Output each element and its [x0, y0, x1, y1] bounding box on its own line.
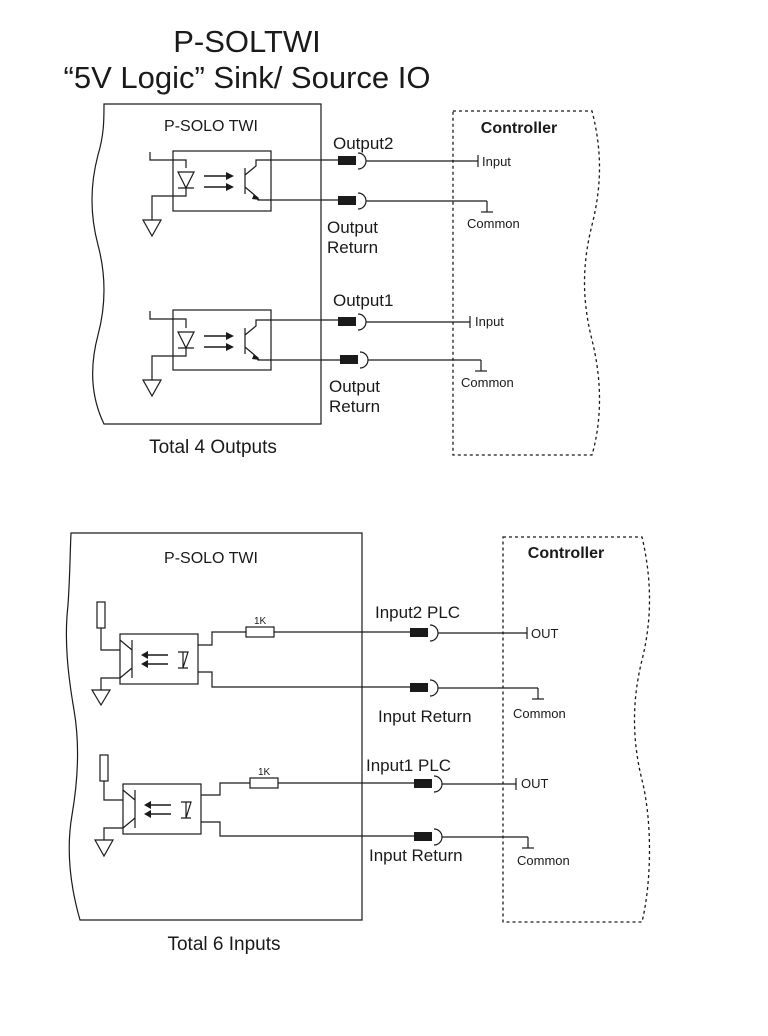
input1-return-label: Input Return — [369, 846, 463, 865]
output1-channel: Output1 Input Common Output Return — [141, 291, 514, 416]
resistor-1k-icon — [245, 626, 275, 638]
input1-ctrl-common-label: Common — [517, 853, 570, 868]
connector-plug — [338, 317, 356, 326]
input2-resistor-label: 1K — [254, 616, 267, 627]
led-icon — [177, 171, 195, 190]
outputs-controller-box — [452, 110, 601, 456]
connector-socket — [433, 828, 443, 846]
connector-plug — [414, 779, 432, 788]
connector-plug — [410, 683, 428, 692]
output2-ctrl-input-label: Input — [482, 154, 511, 169]
light-arrows-icon — [148, 654, 168, 665]
output2-signal-label: Output2 — [333, 134, 394, 153]
output2-return-line2: Return — [327, 238, 378, 257]
output1-return-line2: Return — [329, 397, 380, 416]
inputs-section: P-SOLO TWI Controller 1K Input2 PLC OUT — [65, 532, 651, 955]
inputs-device-label: P-SOLO TWI — [164, 550, 258, 567]
ground-icon — [90, 689, 112, 707]
optocoupler-box — [172, 309, 272, 371]
connector-socket — [359, 351, 369, 369]
phototransistor-icon — [122, 789, 136, 829]
input2-ctrl-common-label: Common — [513, 706, 566, 721]
inputs-controller-label: Controller — [528, 545, 604, 562]
outputs-device-box — [91, 103, 322, 425]
resistor-pullup-icon — [96, 601, 106, 629]
resistor-pullup-icon — [99, 754, 109, 782]
light-arrows-icon — [204, 335, 226, 348]
input2-channel: 1K Input2 PLC OUT Common Input Return — [90, 601, 566, 726]
input1-ctrl-out-label: OUT — [521, 776, 549, 791]
outputs-controller-label: Controller — [481, 120, 557, 137]
connector-socket — [357, 192, 367, 210]
input1-channel: 1K Input1 PLC OUT Common Input Return — [93, 754, 570, 868]
output2-return-line1: Output — [327, 218, 378, 237]
led-icon — [177, 331, 195, 350]
title-line-1: P-SOLTWI — [173, 24, 321, 59]
connector-socket — [429, 679, 439, 697]
ground-icon — [93, 839, 115, 858]
output1-return-line1: Output — [329, 377, 380, 396]
inputs-footer: Total 6 Inputs — [167, 934, 280, 955]
outputs-footer: Total 4 Outputs — [149, 437, 277, 458]
input1-signal-label: Input1 PLC — [366, 756, 451, 775]
connector-socket — [357, 152, 367, 170]
output2-ctrl-common-label: Common — [467, 216, 520, 231]
led-icon — [178, 651, 189, 669]
optocoupler-box — [122, 783, 202, 835]
phototransistor-icon — [119, 639, 133, 679]
output2-channel: Output2 Input Common Output Return — [141, 134, 520, 257]
inputs-controller-box — [502, 536, 651, 923]
resistor-1k-icon — [249, 777, 279, 789]
input2-return-label: Input Return — [378, 707, 472, 726]
input2-ctrl-out-label: OUT — [531, 626, 559, 641]
phototransistor-icon — [244, 319, 350, 361]
led-icon — [181, 801, 192, 819]
outputs-section: P-SOLO TWI Controller Output2 Input — [91, 103, 601, 458]
phototransistor-icon — [244, 159, 350, 201]
ground-icon — [141, 379, 163, 398]
connector-socket — [433, 775, 443, 793]
inputs-device-box — [65, 532, 363, 921]
title-line-2: “5V Logic” Sink/ Source IO — [64, 60, 431, 95]
output1-ctrl-input-label: Input — [475, 314, 504, 329]
connector-plug — [410, 628, 428, 637]
connector-socket — [429, 624, 439, 642]
connector-plug — [414, 832, 432, 841]
input2-signal-label: Input2 PLC — [375, 603, 460, 622]
connector-plug — [338, 196, 356, 205]
connector-plug — [340, 355, 358, 364]
input1-resistor-label: 1K — [258, 767, 271, 778]
light-arrows-icon — [204, 175, 226, 188]
optocoupler-box — [172, 150, 272, 212]
light-arrows-icon — [151, 804, 171, 815]
connector-socket — [357, 313, 367, 331]
output1-ctrl-common-label: Common — [461, 375, 514, 390]
ground-icon — [141, 219, 163, 238]
connector-plug — [338, 156, 356, 165]
outputs-device-label: P-SOLO TWI — [164, 118, 258, 135]
output1-signal-label: Output1 — [333, 291, 394, 310]
optocoupler-box — [119, 633, 199, 685]
